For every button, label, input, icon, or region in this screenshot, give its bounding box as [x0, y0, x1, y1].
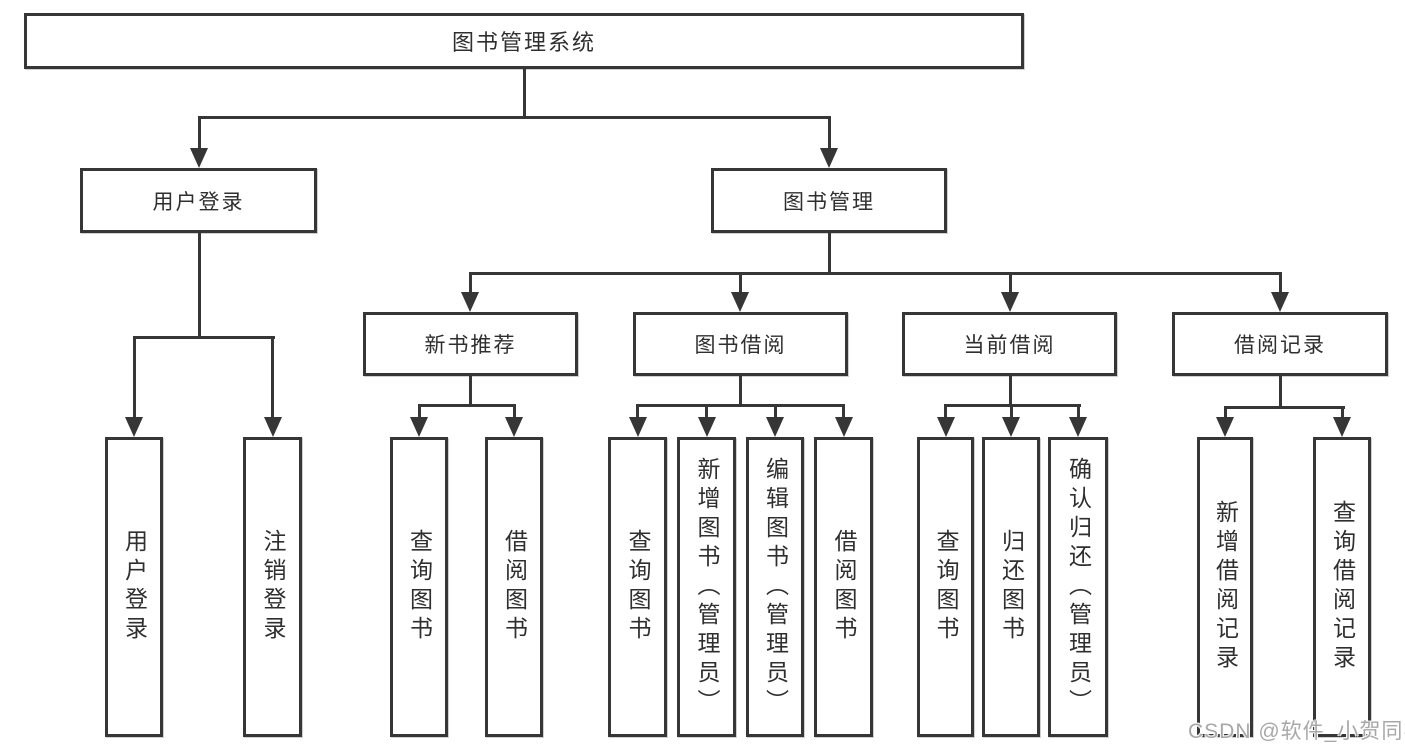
- leaf-add-borrow-record: 新增借阅记录: [1197, 437, 1253, 737]
- connector-line: [944, 406, 947, 419]
- leaf-query-borrow-record: 查询借阅记录: [1313, 437, 1371, 737]
- arrow-down-icon: [1002, 417, 1020, 437]
- connector-line: [1076, 406, 1080, 419]
- leaf-return-books: 归还图书: [982, 437, 1040, 737]
- arrow-down-icon: [125, 417, 143, 437]
- node-library-management-system: 图书管理系统: [24, 13, 1024, 69]
- arrow-down-icon: [1271, 292, 1289, 312]
- leaf-user-login: 用户登录: [105, 437, 163, 737]
- connector-line: [132, 338, 136, 420]
- node-book-borrowing: 图书借阅: [633, 312, 848, 376]
- arrow-down-icon: [936, 417, 955, 437]
- arrow-down-icon: [766, 417, 784, 437]
- connector-line: [197, 118, 201, 151]
- arrow-down-icon: [505, 417, 523, 437]
- leaf-confirm-return-admin: 确认归还（管理员）: [1048, 437, 1108, 737]
- node-current-borrowing: 当前借阅: [902, 312, 1117, 376]
- connector-line: [1008, 274, 1012, 295]
- connector-line: [636, 406, 639, 419]
- leaf-logout: 注销登录: [243, 437, 302, 737]
- connector-line: [827, 233, 831, 275]
- connector-line: [197, 116, 831, 119]
- arrow-down-icon: [731, 292, 749, 312]
- connector-line: [1278, 376, 1282, 409]
- leaf-edit-books-admin: 编辑图书（管理员）: [746, 437, 804, 737]
- connector-line: [1340, 408, 1344, 419]
- connector-line: [197, 233, 201, 339]
- connector-line: [468, 272, 1282, 275]
- node-borrowing-records: 借阅记录: [1172, 312, 1388, 376]
- connector-line: [417, 406, 421, 419]
- connector-line: [738, 376, 742, 407]
- arrow-down-icon: [190, 148, 208, 168]
- connector-line: [468, 274, 472, 295]
- arrow-down-icon: [410, 417, 428, 437]
- leaf-query-books-recommend: 查询图书: [390, 437, 448, 737]
- connector-line: [522, 69, 526, 118]
- connector-line: [1009, 406, 1013, 419]
- connector-line: [842, 406, 845, 419]
- connector-line: [271, 338, 274, 420]
- connector-line: [705, 406, 708, 419]
- connector-line: [512, 406, 516, 419]
- connector-line: [132, 336, 275, 339]
- arrow-down-icon: [1069, 417, 1087, 437]
- arrow-down-icon: [263, 417, 282, 437]
- connector-line: [636, 404, 845, 407]
- leaf-borrow-books: 借阅图书: [814, 437, 873, 737]
- arrow-down-icon: [1001, 292, 1019, 312]
- connector-line: [1278, 274, 1282, 295]
- connector-line: [944, 404, 1081, 407]
- node-book-management: 图书管理: [711, 168, 947, 233]
- connector-line: [773, 406, 777, 419]
- arrow-down-icon: [1216, 417, 1234, 437]
- node-new-book-recommendation: 新书推荐: [363, 312, 578, 376]
- connector-line: [827, 118, 831, 151]
- csdn-watermark: CSDN @软件_小贺同学: [1188, 720, 1405, 743]
- arrow-down-icon: [820, 148, 838, 168]
- connector-line: [417, 404, 516, 407]
- connector-line: [1223, 406, 1345, 409]
- arrow-down-icon: [628, 417, 647, 437]
- node-user-login: 用户登录: [80, 168, 317, 233]
- arrow-down-icon: [697, 417, 716, 437]
- arrow-down-icon: [834, 417, 853, 437]
- leaf-query-books-current: 查询图书: [917, 437, 974, 737]
- connector-line: [1223, 408, 1227, 419]
- leaf-query-books-borrow: 查询图书: [608, 437, 667, 737]
- leaf-borrow-books-recommend: 借阅图书: [485, 437, 543, 737]
- arrow-down-icon: [1333, 417, 1351, 437]
- connector-line: [468, 376, 472, 407]
- leaf-add-books-admin: 新增图书（管理员）: [677, 437, 736, 737]
- arrow-down-icon: [461, 292, 479, 312]
- connector-line: [1008, 376, 1012, 407]
- connector-line: [738, 274, 742, 295]
